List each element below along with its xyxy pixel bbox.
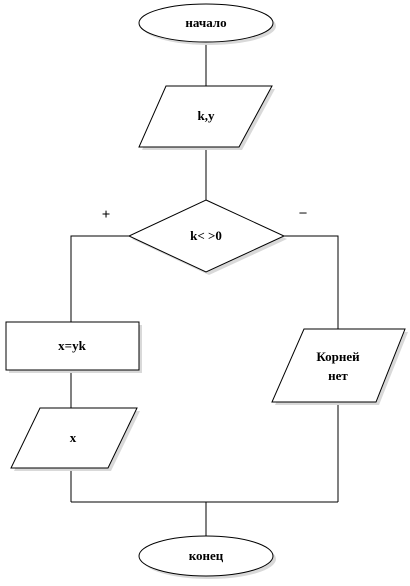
start-label: начало — [185, 15, 226, 30]
branch-yes-label: + — [102, 207, 111, 223]
condition-diamond: k< >0 — [127, 199, 287, 275]
input-label: k,y — [198, 108, 215, 123]
process-box: x=yk — [5, 321, 142, 373]
connector-condition-yes — [70, 235, 129, 322]
connector-condition-no — [284, 235, 339, 329]
no-roots-parallelogram: Корней нет — [271, 328, 408, 405]
input-parallelogram: k,y — [138, 85, 275, 150]
output-x-parallelogram: x — [10, 407, 140, 471]
condition-label: k< >0 — [190, 228, 222, 243]
end-label: конец — [189, 548, 224, 563]
process-label: x=yk — [58, 338, 86, 353]
start-terminator: начало — [138, 3, 276, 45]
no-roots-line2: нет — [328, 368, 348, 383]
output-x-label: x — [70, 430, 77, 445]
branch-no-label: – — [299, 205, 308, 220]
end-terminator: конец — [138, 535, 276, 579]
no-roots-line1: Корней — [316, 349, 360, 364]
